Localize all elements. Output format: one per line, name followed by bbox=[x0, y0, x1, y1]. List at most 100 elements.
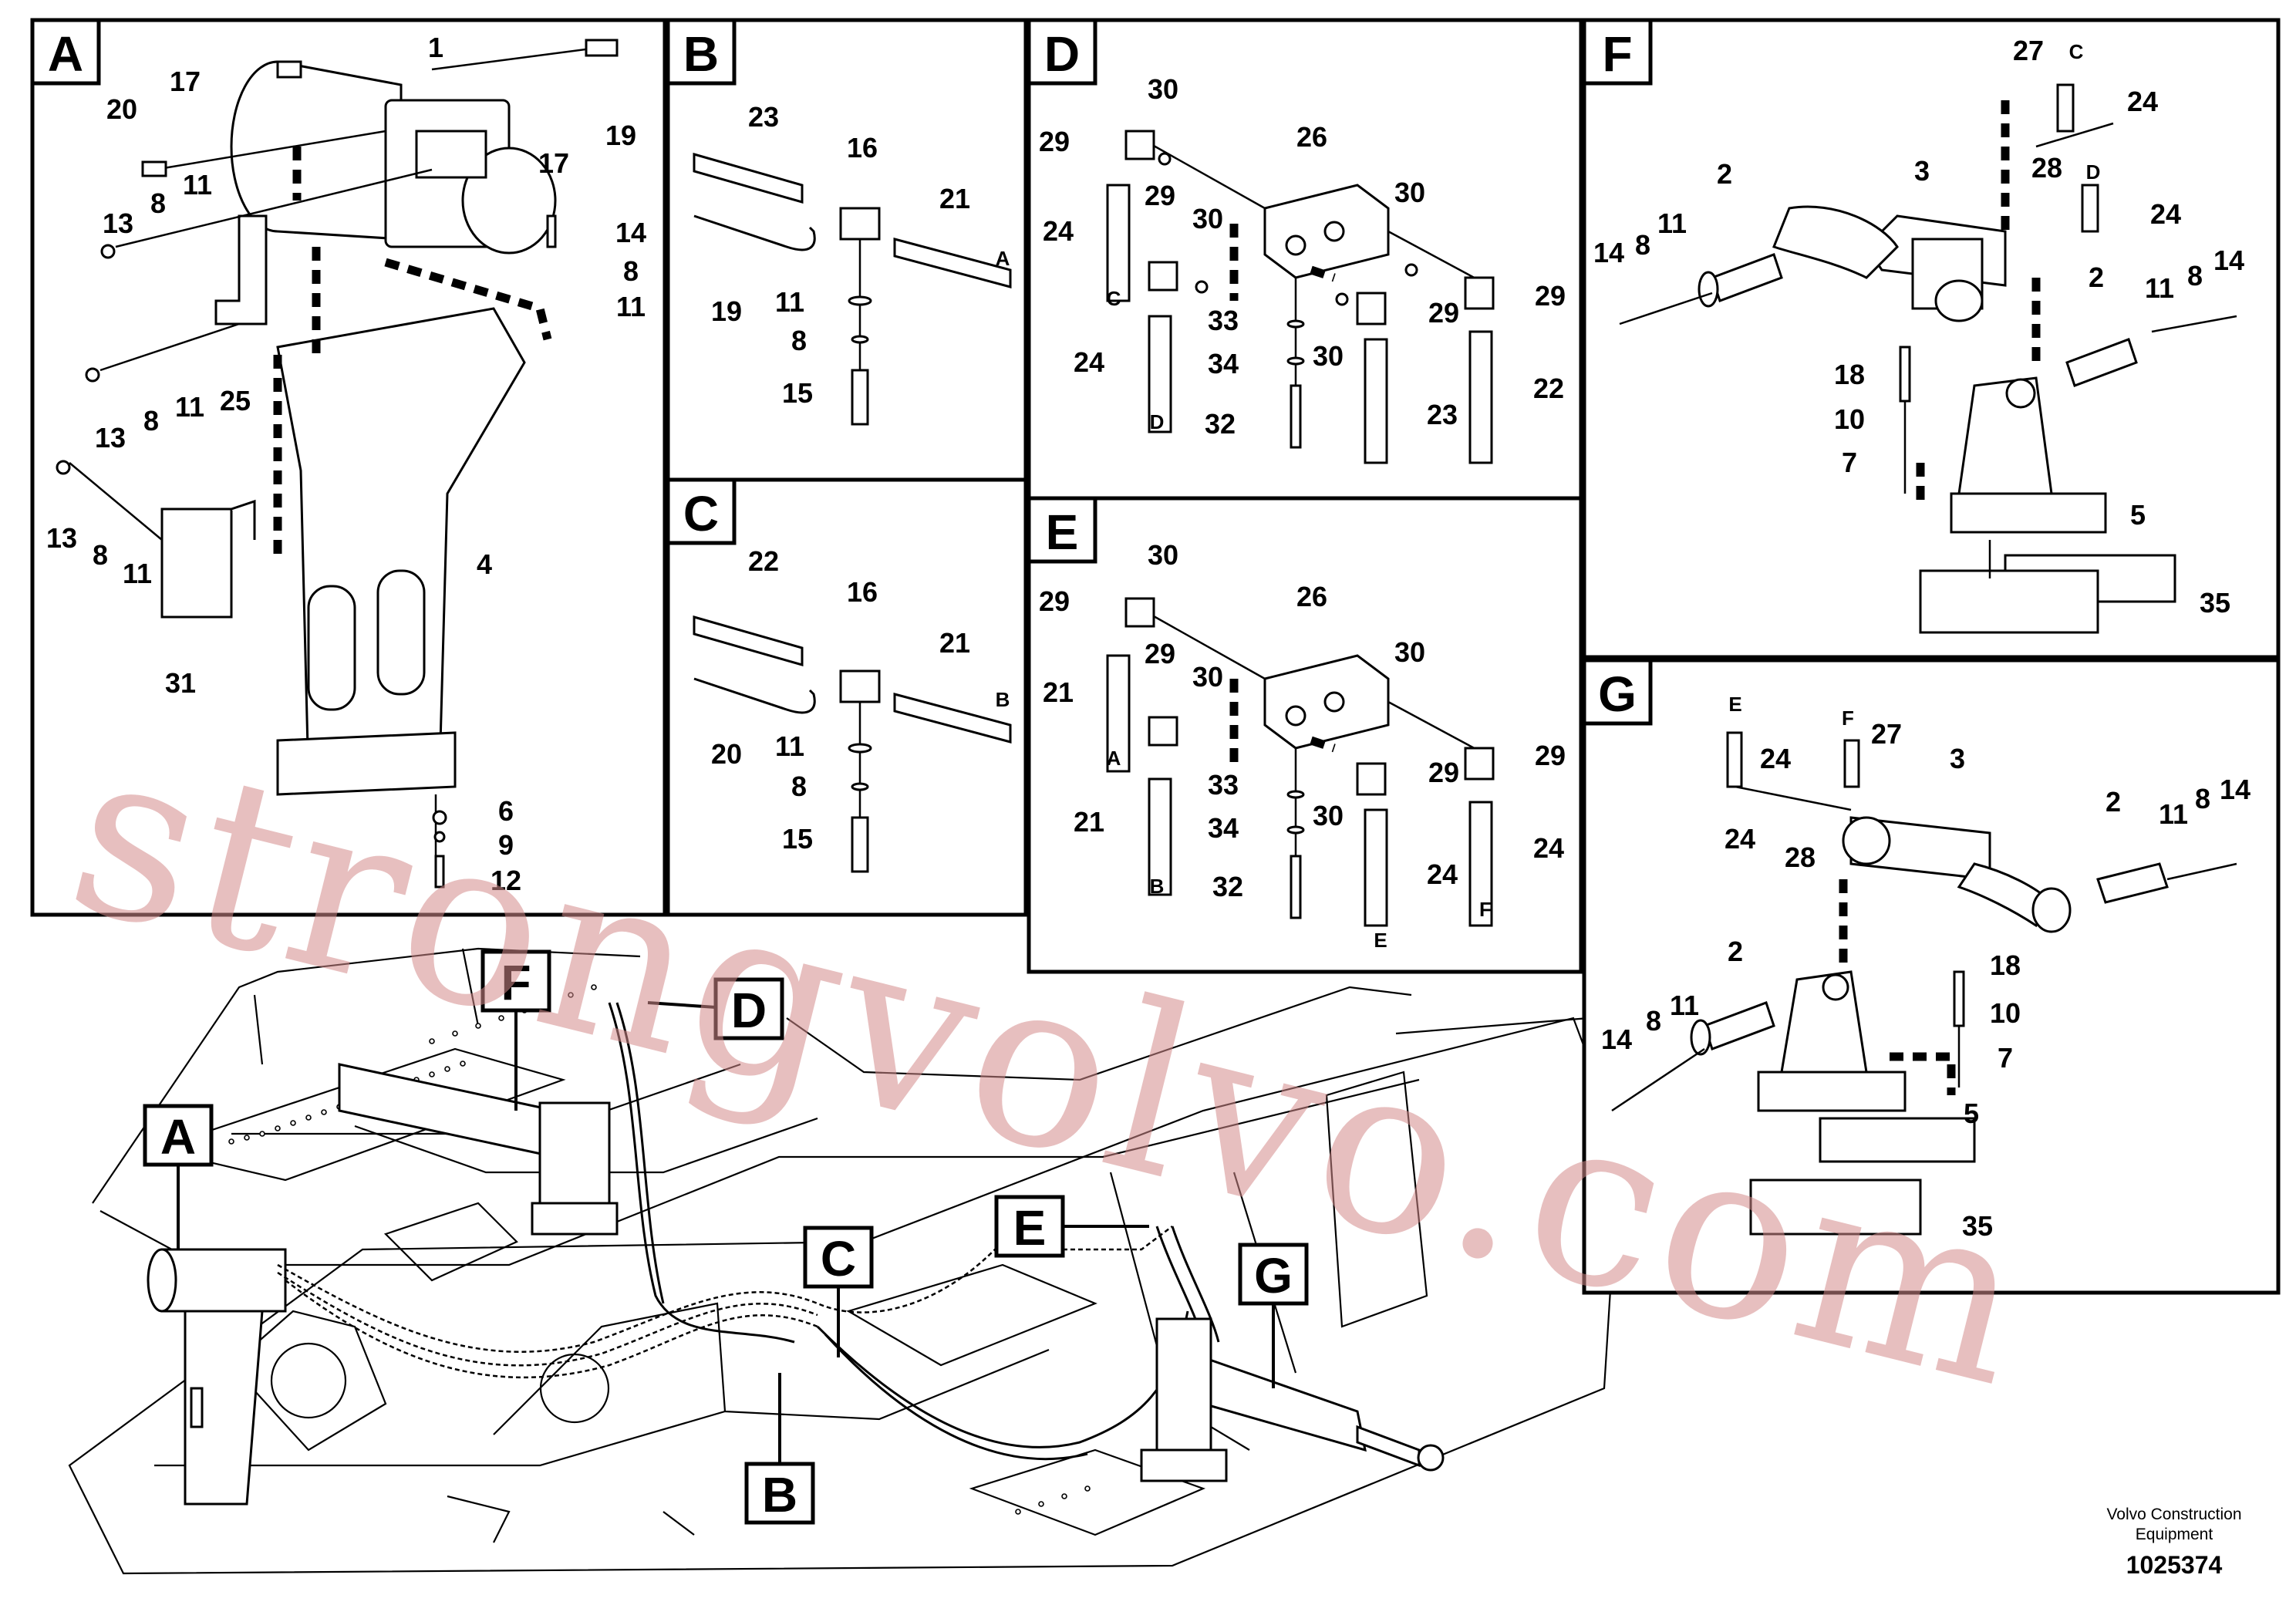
part-number-callout: 2 bbox=[1728, 936, 1743, 967]
part-number-callout: C bbox=[1107, 287, 1121, 310]
part-number-callout: 29 bbox=[1428, 297, 1459, 329]
part-number-callout: E bbox=[1728, 693, 1741, 716]
panel-a-callouts: 1 20 17 17 19 13 8 11 14 8 11 13 8 11 25… bbox=[46, 32, 646, 896]
part-number-callout: 11 bbox=[175, 391, 204, 423]
panel-a: A bbox=[30, 18, 667, 917]
part-number-callout: B bbox=[1150, 875, 1165, 898]
part-number-callout: 24 bbox=[1074, 346, 1104, 378]
part-number-callout: 35 bbox=[2200, 587, 2230, 619]
part-number-callout: 18 bbox=[1990, 949, 2021, 981]
detail-letter-label: A bbox=[48, 26, 83, 82]
detail-letter-label: G bbox=[1254, 1248, 1293, 1303]
part-number-callout: 11 bbox=[183, 169, 212, 201]
part-number-callout: 14 bbox=[2220, 774, 2250, 805]
part-number-callout: 8 bbox=[1635, 229, 1650, 261]
scene-callout-a[interactable]: A bbox=[143, 1104, 214, 1249]
part-number-callout: 26 bbox=[1296, 581, 1327, 612]
part-number-callout: 23 bbox=[1427, 399, 1458, 430]
part-number-callout: 15 bbox=[782, 823, 813, 855]
part-number-callout: 24 bbox=[1760, 743, 1791, 774]
part-number-callout: 13 bbox=[95, 422, 126, 454]
part-number-callout: 32 bbox=[1212, 871, 1243, 902]
part-number-callout: 12 bbox=[491, 865, 521, 896]
detail-letter-label: C bbox=[683, 486, 719, 541]
scene-callout-d[interactable]: D bbox=[647, 977, 784, 1040]
part-number-callout: 8 bbox=[93, 539, 108, 571]
part-number-callout: 19 bbox=[605, 120, 636, 151]
part-number-callout: 24 bbox=[1725, 823, 1755, 855]
part-number-callout: 5 bbox=[1964, 1098, 1979, 1129]
part-number-callout: 11 bbox=[2159, 798, 2188, 830]
scene-callout-f[interactable]: F bbox=[480, 949, 551, 1111]
part-number-callout: 14 bbox=[1601, 1023, 1632, 1055]
part-number-callout: 24 bbox=[1043, 215, 1074, 247]
part-number-callout: 16 bbox=[847, 576, 878, 608]
detail-letter-label: E bbox=[1013, 1200, 1047, 1256]
part-number-callout: 32 bbox=[1205, 408, 1236, 440]
part-number-callout: 30 bbox=[1148, 539, 1178, 571]
part-number-callout: 33 bbox=[1208, 305, 1239, 336]
part-number-callout: 14 bbox=[615, 217, 646, 248]
part-number-callout: 22 bbox=[748, 545, 779, 577]
detail-letter-label: B bbox=[762, 1467, 797, 1523]
part-number-callout: 30 bbox=[1192, 203, 1223, 234]
detail-letter-label: F bbox=[1602, 26, 1632, 82]
scene-callout-b[interactable]: B bbox=[744, 1373, 815, 1525]
footer: Volvo Construction Equipment 1025374 bbox=[2106, 1506, 2241, 1579]
part-number-callout: 17 bbox=[170, 66, 201, 97]
part-number-callout: 28 bbox=[1785, 841, 1816, 873]
part-number-callout: 20 bbox=[106, 93, 137, 125]
part-number-callout: 13 bbox=[46, 522, 77, 554]
part-number-callout: 24 bbox=[2127, 86, 2158, 117]
part-number-callout: 16 bbox=[847, 132, 878, 164]
scene-callouts: A B C D E F G bbox=[143, 949, 1309, 1525]
part-number-callout: 24 bbox=[1427, 858, 1458, 890]
part-number-callout: 35 bbox=[1962, 1210, 1993, 1242]
part-number-callout: 8 bbox=[2187, 260, 2203, 292]
part-number-callout: 21 bbox=[1043, 676, 1074, 708]
part-number-callout: 15 bbox=[782, 377, 813, 409]
part-number-callout: 8 bbox=[1646, 1005, 1661, 1037]
part-number-callout: 21 bbox=[939, 627, 970, 659]
part-number-callout: 11 bbox=[123, 558, 152, 589]
part-number-callout: A bbox=[996, 247, 1010, 270]
scene-callout-e[interactable]: E bbox=[994, 1195, 1149, 1258]
part-number-callout: 27 bbox=[1871, 718, 1902, 750]
part-number-callout: 30 bbox=[1394, 177, 1425, 208]
part-number-callout: 14 bbox=[1593, 237, 1624, 268]
detail-letter-label: C bbox=[821, 1231, 856, 1286]
part-number-callout: 19 bbox=[711, 295, 742, 327]
panel-f: F 27 C 24 2 3 14 8 11 28 D 24 2 1 bbox=[1582, 18, 2281, 659]
part-number-callout: 10 bbox=[1990, 997, 2021, 1029]
part-number-callout: 29 bbox=[1145, 638, 1175, 669]
part-number-callout: 7 bbox=[1998, 1042, 2013, 1074]
part-number-callout: C bbox=[2069, 40, 2084, 63]
part-number-callout: 29 bbox=[1039, 585, 1070, 617]
part-number-callout: B bbox=[996, 688, 1010, 711]
part-number-callout: 8 bbox=[2195, 783, 2210, 814]
part-number-callout: F bbox=[1842, 706, 1854, 730]
part-number-callout: 17 bbox=[538, 147, 569, 179]
part-number-callout: 30 bbox=[1148, 73, 1178, 105]
part-number-callout: 18 bbox=[1834, 359, 1865, 390]
panel-d: D 30 29 26 30 29 30 24 C 33 29 29 34 bbox=[1027, 18, 1583, 501]
part-number-callout: 11 bbox=[1657, 207, 1687, 239]
scene-callout-c[interactable]: C bbox=[803, 1226, 874, 1357]
part-number-callout: 9 bbox=[498, 829, 514, 861]
detail-letter-label: B bbox=[683, 26, 719, 82]
part-number-callout: 24 bbox=[2150, 198, 2181, 230]
part-number-callout: 10 bbox=[1834, 403, 1865, 435]
part-number-callout: 29 bbox=[1428, 757, 1459, 788]
scene-callout-g[interactable]: G bbox=[1238, 1243, 1309, 1388]
part-number-callout: 14 bbox=[2213, 244, 2244, 276]
part-number-callout: 25 bbox=[220, 385, 251, 416]
part-number-callout: 21 bbox=[1074, 806, 1104, 838]
part-number-callout: 8 bbox=[143, 405, 159, 437]
part-number-callout: 11 bbox=[775, 286, 804, 318]
part-number-callout: 30 bbox=[1313, 340, 1344, 372]
part-number-callout: 6 bbox=[498, 795, 514, 827]
panel-g: G E F 24 27 3 2 11 8 14 24 28 18 2 10 bbox=[1582, 658, 2281, 1295]
part-number-callout: 8 bbox=[623, 255, 639, 287]
part-number-callout: E bbox=[1374, 929, 1387, 952]
